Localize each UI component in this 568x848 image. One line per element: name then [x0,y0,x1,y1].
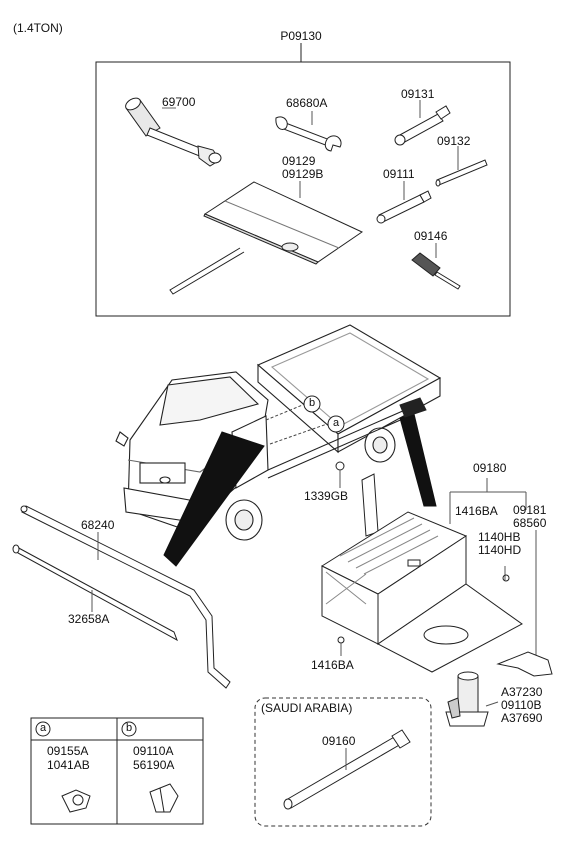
truck-drawing [115,324,442,541]
clip-bracket-drawing [496,651,553,677]
tool-bag-09129-drawing [169,181,364,295]
bolt-part-no-1: 1140HB [478,530,521,544]
jack-part-no-1: A37230 [501,685,543,699]
wrench-68680A-drawing [275,116,342,152]
legend-a-letter: a [39,722,47,734]
screwdriver-09146-drawing [411,252,461,290]
callout-a-letter: a [332,417,340,429]
rod-part-no: 09111 [383,167,415,181]
saudi-frame [254,697,432,827]
extension-part-no: 09131 [401,87,435,101]
clip-a-drawing [61,789,91,813]
bolt-top-part-no: 1339GB [304,489,349,503]
tool-bag-part-no-2: 09129B [282,167,324,181]
handle-part-no: 69700 [162,95,196,109]
jack-part-no-3: A37690 [501,711,543,725]
model-label: (1.4TON) [13,21,63,35]
legend-a-part-2: 1041AB [47,758,90,772]
bar-09132-drawing [435,159,488,187]
clip-b-drawing [149,783,179,813]
screwdriver-part-no: 09146 [414,229,448,243]
upper-rod-part-no: 68240 [81,518,115,532]
bracket-part-no-1: 09181 [513,503,547,517]
wrench-part-no: 68680A [286,96,328,110]
tool-bag-part-no-1: 09129 [282,154,316,168]
toolkit-frame [95,61,511,317]
tool-box-assy-part-no: 09180 [473,461,507,475]
extension-09131-drawing [394,105,451,146]
callout-b-letter: b [308,397,316,409]
box-screw-part-no: 1416BA [455,504,498,518]
legend-b-letter: b [125,722,133,734]
handle-69700-drawing [125,97,222,167]
bottom-screw-part-no: 1416BA [311,658,354,672]
legend-b-part-2: 56190A [133,758,175,772]
saudi-bar-drawing [283,729,411,810]
bar-part-no: 09132 [437,134,471,148]
jack-part-no-2: 09110B [501,698,542,712]
toolkit-part-no: P09130 [280,29,322,43]
bracket-part-no-2: 68560 [513,516,547,530]
legend-b-part-1: 09110A [133,744,174,758]
lower-rod-part-no: 32658A [68,612,110,626]
bolt-part-no-2: 1140HD [478,543,522,557]
jack-drawing [445,671,489,727]
saudi-title: (SAUDI ARABIA) [261,701,353,715]
tool-box-drawing [320,511,523,673]
rod-09111-drawing [376,190,432,224]
rods-drawing [12,505,231,689]
legend-a-part-1: 09155A [47,744,89,758]
saudi-part-no: 09160 [322,734,356,748]
